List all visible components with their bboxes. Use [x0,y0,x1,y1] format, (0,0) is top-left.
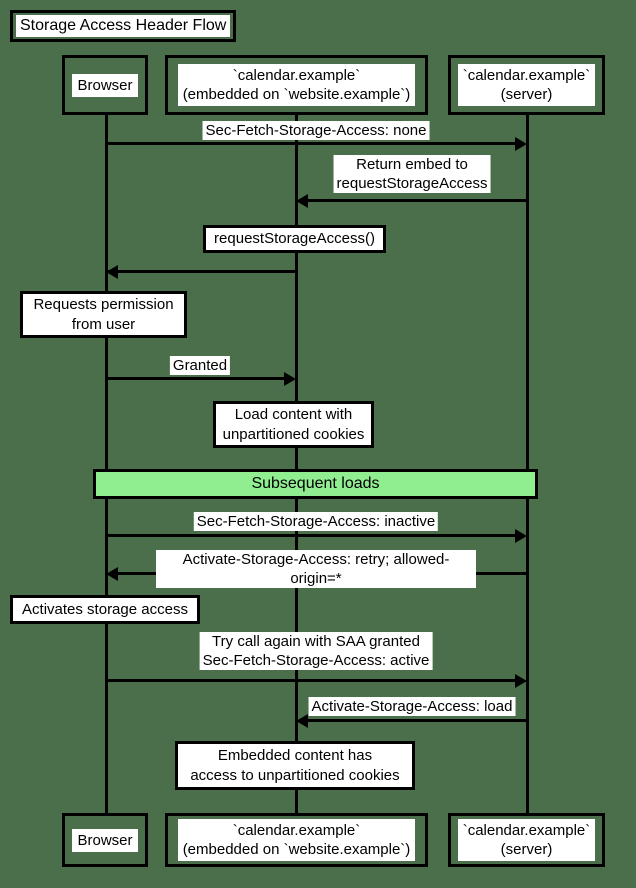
note-load-content: Load content with unpartitioned cookies [213,401,374,448]
message-label-7: Try call again with SAA granted Sec-Fetc… [199,632,433,670]
participant-embed-footer[interactable]: `calendar.example` (embedded on `website… [165,813,428,867]
participant-embed-header[interactable]: `calendar.example` (embedded on `website… [165,55,428,115]
diagram-title-box: Storage Access Header Flow [10,10,237,42]
participant-server-label: `calendar.example` (server) [457,64,596,106]
diagram-title: Storage Access Header Flow [16,15,231,37]
message-line-8 [308,719,527,722]
message-line-1 [106,142,520,145]
message-line-2 [308,199,527,202]
lifeline-browser [104,115,108,820]
message-line-4 [106,377,290,380]
message-label-4: Granted [169,356,231,375]
message-line-3 [106,270,296,273]
message-line-5 [106,534,520,537]
arrow-head-right-icon [515,673,527,688]
message-line-7 [106,679,520,682]
arrow-head-left-icon [296,713,308,728]
lifeline-server [525,115,529,820]
participant-server-header[interactable]: `calendar.example` (server) [448,55,605,115]
note-activates-storage-access: Activates storage access [10,595,200,624]
participant-browser-label: Browser [72,73,138,97]
participant-embed-label: `calendar.example` (embedded on `website… [177,64,416,106]
arrow-head-left-icon [106,264,118,279]
lifeline-embed [294,115,298,820]
message-label-3: requestStorageAccess() [203,225,386,253]
participant-browser-footer[interactable]: Browser [62,813,148,867]
participant-browser-footer-label: Browser [72,828,138,852]
message-label-2: Return embed to requestStorageAccess [333,155,491,193]
participant-server-footer[interactable]: `calendar.example` (server) [448,813,605,867]
arrow-head-left-icon [106,566,118,581]
message-label-1: Sec-Fetch-Storage-Access: none [202,121,430,140]
section-label: Subsequent loads [251,475,380,492]
message-label-5: Sec-Fetch-Storage-Access: inactive [193,512,439,531]
arrow-head-right-icon [515,136,527,151]
arrow-head-right-icon [515,528,527,543]
participant-server-footer-label: `calendar.example` (server) [457,819,596,861]
arrow-head-right-icon [284,371,296,386]
message-label-6: Activate-Storage-Access: retry; allowed-… [156,550,476,588]
note-requests-permission: Requests permission from user [20,291,187,338]
arrow-head-left-icon [296,193,308,208]
participant-browser-header[interactable]: Browser [62,55,148,115]
participant-embed-footer-label: `calendar.example` (embedded on `website… [177,819,416,861]
note-embedded-content-access: Embedded content has access to unpartiti… [175,741,415,790]
section-subsequent-loads: Subsequent loads [93,469,538,499]
message-label-8: Activate-Storage-Access: load [308,697,516,716]
